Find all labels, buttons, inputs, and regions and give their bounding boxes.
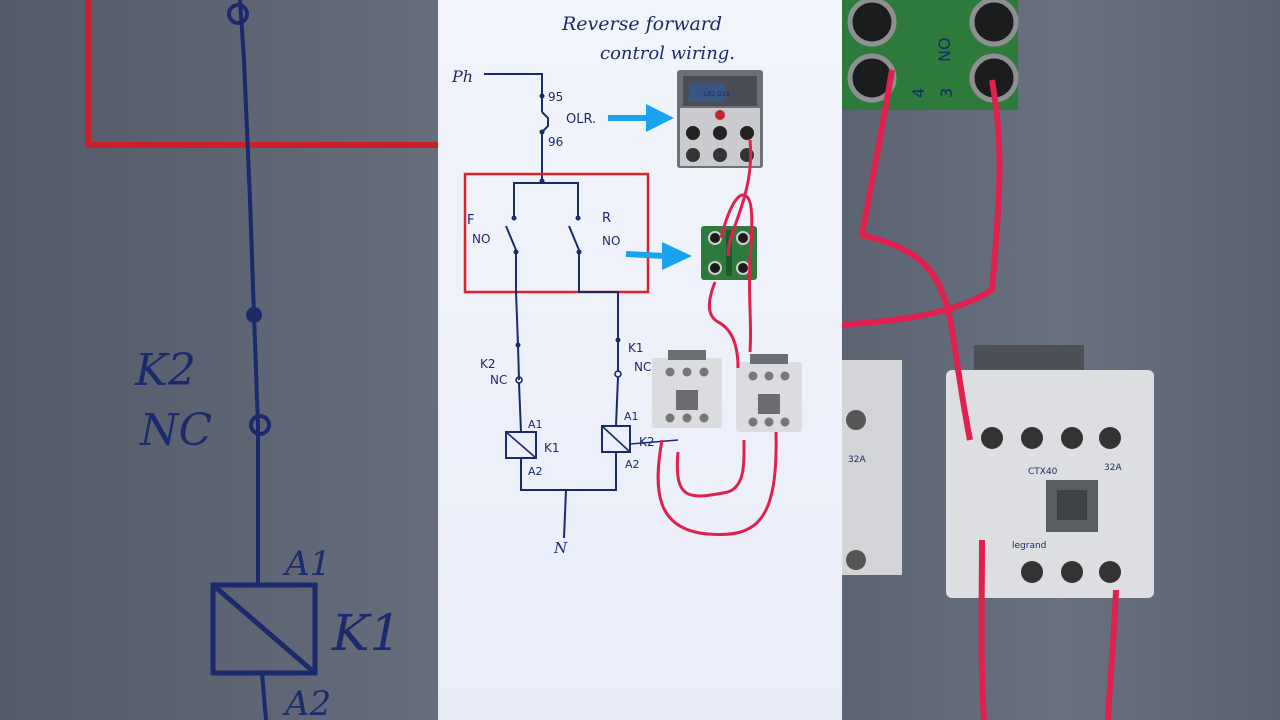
k2-nc-contact	[517, 344, 520, 381]
phase-label: Ph	[451, 67, 473, 86]
k1-coil-diagonal	[505, 431, 537, 459]
wire-button-to-k2	[707, 281, 740, 369]
zoom-contact-top	[227, 3, 249, 25]
neutral-bus	[520, 452, 617, 491]
wire-olr-to-button	[726, 139, 753, 257]
contactor-k2-photo	[736, 354, 802, 432]
olr-photo: LR2 D13	[677, 70, 763, 168]
f-label: F	[467, 213, 474, 228]
zoom-rating-a: 32A	[848, 455, 866, 465]
k2-nc-label: NC	[490, 373, 507, 387]
zoom-nc-label: NC	[139, 405, 212, 456]
zoom-wire-bottom	[260, 672, 268, 720]
olr-95-label: 95	[548, 90, 563, 104]
left-zoom-background: K2 NC A1 K1 A2	[0, 0, 438, 720]
wiring-diagram: Reverse forward control wiring. Ph 95 OL…	[451, 13, 802, 557]
zoom-contactor-partial: 32A	[842, 360, 902, 575]
zoom-terminal-4: 4	[909, 88, 928, 98]
right-zoom-drawing: 4 3 NO 32A CTX40 32A legrand	[842, 0, 1154, 720]
k2-label: K2	[480, 357, 496, 371]
r-no-label: NO	[602, 234, 620, 248]
a1-left-label: A1	[528, 418, 543, 431]
zoom-a2-label: A2	[282, 684, 331, 720]
right-zoom-background: 4 3 NO 32A CTX40 32A legrand	[842, 0, 1280, 720]
zoom-wire-b	[842, 79, 1003, 328]
zoom-contactor-model: CTX40	[1028, 467, 1058, 477]
r-label: R	[602, 211, 611, 226]
olr-96-label: 96	[548, 135, 563, 149]
a2-left-label: A2	[528, 465, 543, 478]
neutral-wire	[563, 489, 567, 539]
left-branch-wire-c	[518, 382, 522, 433]
neutral-label: N	[553, 539, 568, 557]
olr-contact	[541, 111, 549, 133]
zoom-terminal-screw-a	[847, 0, 897, 47]
left-zoom-drawing: K2 NC A1 K1 A2	[85, 0, 438, 720]
zoom-terminal-screw-b	[969, 0, 1019, 47]
zoom-terminal-3: 3	[937, 88, 956, 98]
olr-terminal-95	[539, 93, 545, 99]
wire-coil-loop-inner	[675, 439, 746, 498]
diagram-title-line1: Reverse forward	[561, 13, 722, 35]
push-button-highlight-box	[463, 172, 650, 294]
zoom-contact-nc	[249, 414, 271, 436]
zoom-contactor-main: CTX40 32A legrand	[946, 345, 1154, 598]
wire-coil-loop-outer	[656, 431, 778, 537]
zoom-red-wiring	[842, 69, 1119, 720]
arrow-olr-head	[646, 104, 674, 132]
wire-button-loop	[719, 193, 754, 353]
r-switch-blade	[568, 225, 580, 251]
zoom-coil-diagonal	[211, 583, 317, 675]
diagram-sheet: Reverse forward control wiring. Ph 95 OL…	[438, 0, 842, 720]
zoom-wire-a	[858, 69, 973, 441]
zoom-k2-label: K2	[134, 345, 196, 396]
diagram-title-line2: control wiring.	[600, 43, 735, 64]
zoom-terminal-no: NO	[935, 37, 954, 62]
zoom-brand: legrand	[1012, 541, 1046, 551]
arrow-button-head	[662, 242, 692, 270]
a1-right-label: A1	[624, 410, 639, 423]
k1-coil-label: K1	[544, 441, 560, 455]
olr-label: OLR.	[566, 112, 596, 127]
a2-right-label: A2	[625, 458, 640, 471]
zoom-highlight-box	[85, 0, 438, 148]
f-switch-blade	[505, 225, 517, 251]
zoom-k1-label: K1	[331, 604, 401, 662]
button-bus	[513, 182, 579, 200]
right-branch-wire-b	[615, 376, 619, 427]
arrow-button-shaft	[625, 251, 667, 259]
zoom-terminal-screw-c	[847, 53, 897, 103]
zoom-wire	[238, 0, 260, 585]
k2-coil-tick	[629, 439, 679, 445]
f-no-label: NO	[472, 232, 490, 246]
right-branch-wire-a	[578, 252, 619, 340]
k2-coil-diagonal	[601, 425, 631, 453]
zoom-rating-b: 32A	[1104, 463, 1122, 473]
left-branch-wire-b	[515, 291, 519, 346]
zoom-a1-label: A1	[282, 544, 331, 584]
zoom-contact-mid	[246, 307, 262, 323]
zoom-wire-d	[1105, 589, 1119, 720]
zoom-wire-c	[978, 539, 987, 720]
k1-label: K1	[628, 341, 644, 355]
olr-model-label: LR2 D13	[704, 91, 730, 98]
contactor-k1-photo	[652, 350, 722, 428]
phase-wire	[484, 73, 543, 112]
red-wiring	[656, 139, 778, 537]
k1-nc-label: NC	[634, 360, 651, 374]
